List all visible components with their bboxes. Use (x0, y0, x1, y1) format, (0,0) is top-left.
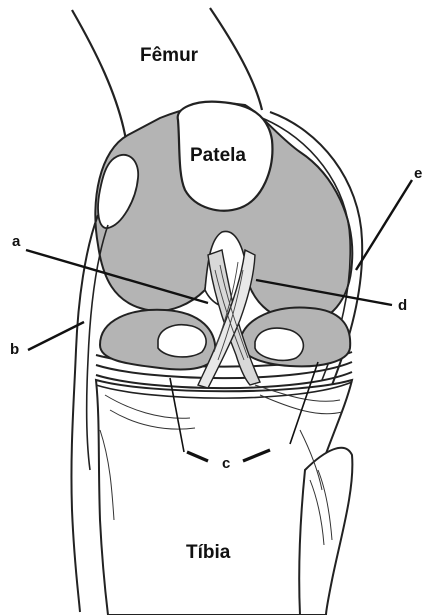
label-d: d (398, 298, 407, 313)
label-c: c (222, 456, 230, 471)
medial-collateral-ligament (71, 215, 98, 612)
label-tibia: Tíbia (186, 543, 230, 562)
leader-line-e (356, 180, 412, 270)
medial-meniscus-opening (158, 325, 206, 357)
label-b: b (10, 342, 19, 357)
label-e: e (414, 166, 422, 181)
label-a: a (12, 234, 20, 249)
lateral-meniscus-opening (255, 328, 303, 360)
fibula-bone (299, 448, 352, 615)
label-patela: Patela (190, 146, 246, 165)
label-femur: Fêmur (140, 46, 198, 65)
